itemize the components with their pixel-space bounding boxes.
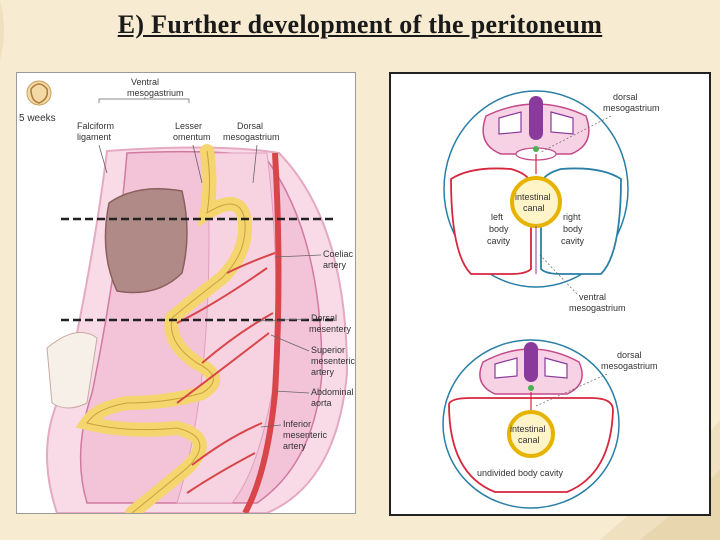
superior-mesenteric-artery (176, 312, 274, 404)
label-dorsal-mesentery-1: Dorsal (311, 313, 337, 323)
label-falciform-2: ligament (77, 132, 112, 142)
label-aorta-2: aorta (311, 398, 332, 408)
cross-section-diagrams: intestinal canal left body cavity right … (389, 72, 711, 516)
label-sma-1: Superior (311, 345, 345, 355)
upper-intestinal-label-1: intestinal (515, 192, 551, 202)
leader-dorsal-mesentery (256, 318, 308, 322)
embryo-diagram-svg: 5 weeks Ventral mesogastrium Falciform l… (19, 77, 355, 513)
upper-somite-left (498, 111, 522, 135)
limb-bud (46, 331, 98, 409)
ventral-mesogastrium-label-2: mesogastrium (569, 303, 626, 313)
label-ima-3: artery (283, 441, 307, 451)
leader-aorta (274, 390, 310, 394)
liver (104, 188, 188, 294)
label-dorsal-mesogastrium-2: mesogastrium (223, 132, 280, 142)
label-ventral-mesogastrium-2: mesogastrium (127, 88, 184, 98)
lower-neural-tube (524, 342, 538, 382)
gut-tube-outline (86, 150, 246, 513)
lower-intestinal-canal (507, 410, 555, 458)
undivided-cavity-label: undivided body cavity (477, 468, 564, 478)
slide-title: E) Further development of the peritoneum (117, 10, 603, 39)
upper-dorsal-mesogastrium-label-2: mesogastrium (603, 103, 660, 113)
inferior-mesenteric-artery (186, 422, 263, 494)
leader-upper-dorsal-mesogastrium (540, 115, 612, 153)
label-sma-2: mesenteric (311, 356, 355, 366)
label-lesser-omentum-2: omentum (173, 132, 211, 142)
leader-lower-dorsal-mesogastrium (535, 373, 608, 407)
ventral-mesogastrium-label-1: ventral (579, 292, 606, 302)
label-dorsal-mesogastrium-1: Dorsal (237, 121, 263, 131)
upper-cross-section: intestinal canal left body cavity right … (443, 90, 660, 313)
lower-dorsal-mesogastrium-label-2: mesogastrium (601, 361, 658, 371)
upper-aorta-dot (533, 146, 539, 152)
label-falciform-1: Falciform (77, 121, 114, 131)
bracket-ventral (98, 97, 190, 103)
coeliac-artery (176, 252, 276, 324)
right-cavity-label-1: right (563, 212, 581, 222)
leader-dorsal-mesogastrium (252, 144, 258, 184)
label-ima-2: mesenteric (283, 430, 328, 440)
lower-cross-section: intestinal canal undivided body cavity d… (442, 339, 658, 509)
dorsal-mesentery (176, 152, 277, 504)
leader-lesser-omentum (192, 144, 203, 184)
label-dorsal-mesentery-2: mesentery (309, 324, 352, 334)
upper-somite-right (550, 111, 574, 135)
leader-coeliac (274, 254, 322, 258)
lower-dorsal-mesogastrium-label-1: dorsal (617, 350, 642, 360)
lower-somite-right (544, 357, 568, 379)
leader-ventral-mesogastrium (538, 253, 578, 295)
label-coeliac-2: artery (323, 260, 347, 270)
leader-falciform (98, 144, 108, 174)
age-label: 5 weeks (19, 113, 56, 124)
lower-intestinal-label-2: canal (518, 435, 540, 445)
label-aorta-1: Abdominal (311, 387, 354, 397)
upper-intestinal-label-2: canal (523, 203, 545, 213)
embryo-peritoneum-diagram: 5 weeks Ventral mesogastrium Falciform l… (16, 72, 356, 514)
embryo-thumbnail-icon (26, 80, 52, 106)
upper-neural-tube (529, 96, 543, 140)
upper-intestinal-canal (510, 176, 562, 228)
label-ventral-mesogastrium-1: Ventral (131, 77, 159, 87)
label-lesser-omentum-1: Lesser (175, 121, 202, 131)
left-cavity-label-2: body (489, 224, 509, 234)
upper-dorsal-mesogastrium-label-1: dorsal (613, 92, 638, 102)
left-cavity-label-3: cavity (487, 236, 511, 246)
right-cavity-label-3: cavity (561, 236, 585, 246)
leader-ima (260, 424, 282, 428)
label-coeliac-1: Coeliac (323, 249, 354, 259)
leader-sma (270, 334, 310, 352)
lower-aorta-dot (528, 385, 534, 391)
right-cavity-label-2: body (563, 224, 583, 234)
left-cavity-label-1: left (491, 212, 504, 222)
label-sma-3: artery (311, 367, 335, 377)
lower-somite-left (494, 357, 518, 379)
lower-intestinal-label-1: intestinal (510, 424, 546, 434)
cross-section-svg: intestinal canal left body cavity right … (442, 90, 660, 509)
label-ima-1: Inferior (283, 419, 311, 429)
